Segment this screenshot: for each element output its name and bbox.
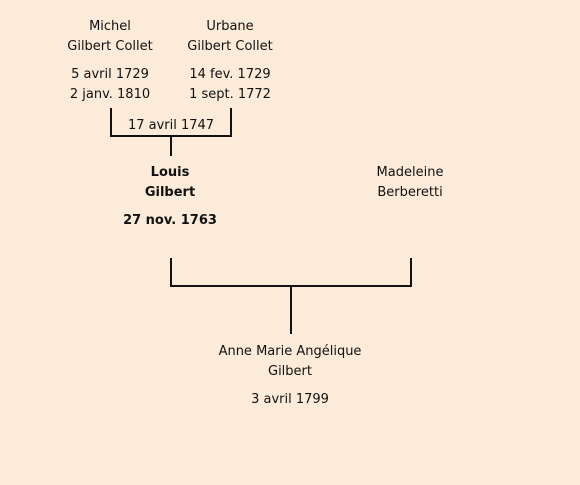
person-urbane: Urbane Gilbert Collet (187, 17, 272, 57)
surname: Gilbert Collet (67, 39, 153, 54)
first-name: Michel (89, 19, 131, 34)
person-anne: Anne Marie Angélique Gilbert (219, 342, 362, 382)
person-madeleine: Madeleine Berberetti (377, 163, 444, 203)
death-date: 2 janv. 1810 (69, 87, 151, 102)
birth-date: 5 avril 1729 (71, 67, 149, 82)
descent-line-to-anne (290, 286, 292, 334)
first-name: Louis (150, 165, 190, 180)
first-name: Madeleine (376, 165, 444, 180)
connector-madeleine-vertical (410, 258, 412, 286)
birth-date-anne: 3 avril 1799 (251, 392, 329, 407)
first-name: Urbane (206, 19, 254, 34)
birth-date: 14 fev. 1729 (189, 67, 271, 82)
surname: Gilbert (144, 185, 196, 200)
connector-michel-vertical (110, 108, 112, 136)
dates-michel: 5 avril 1729 2 janv. 1810 (70, 65, 150, 105)
birth-date-louis: 27 nov. 1763 (123, 213, 217, 228)
surname: Gilbert (268, 364, 312, 379)
person-louis: Louis Gilbert (145, 163, 195, 203)
descent-line-to-louis (170, 136, 172, 156)
death-date: 1 sept. 1772 (189, 87, 271, 102)
marriage-date-michel-urbane: 17 avril 1747 (127, 118, 215, 133)
given-names: Anne Marie Angélique (218, 344, 362, 359)
surname: Berberetti (377, 185, 443, 200)
person-michel: Michel Gilbert Collet (67, 17, 152, 57)
dates-urbane: 14 fev. 1729 1 sept. 1772 (189, 65, 271, 105)
surname: Gilbert Collet (187, 39, 273, 54)
connector-louis-vertical (170, 258, 172, 286)
connector-urbane-vertical (230, 108, 232, 136)
